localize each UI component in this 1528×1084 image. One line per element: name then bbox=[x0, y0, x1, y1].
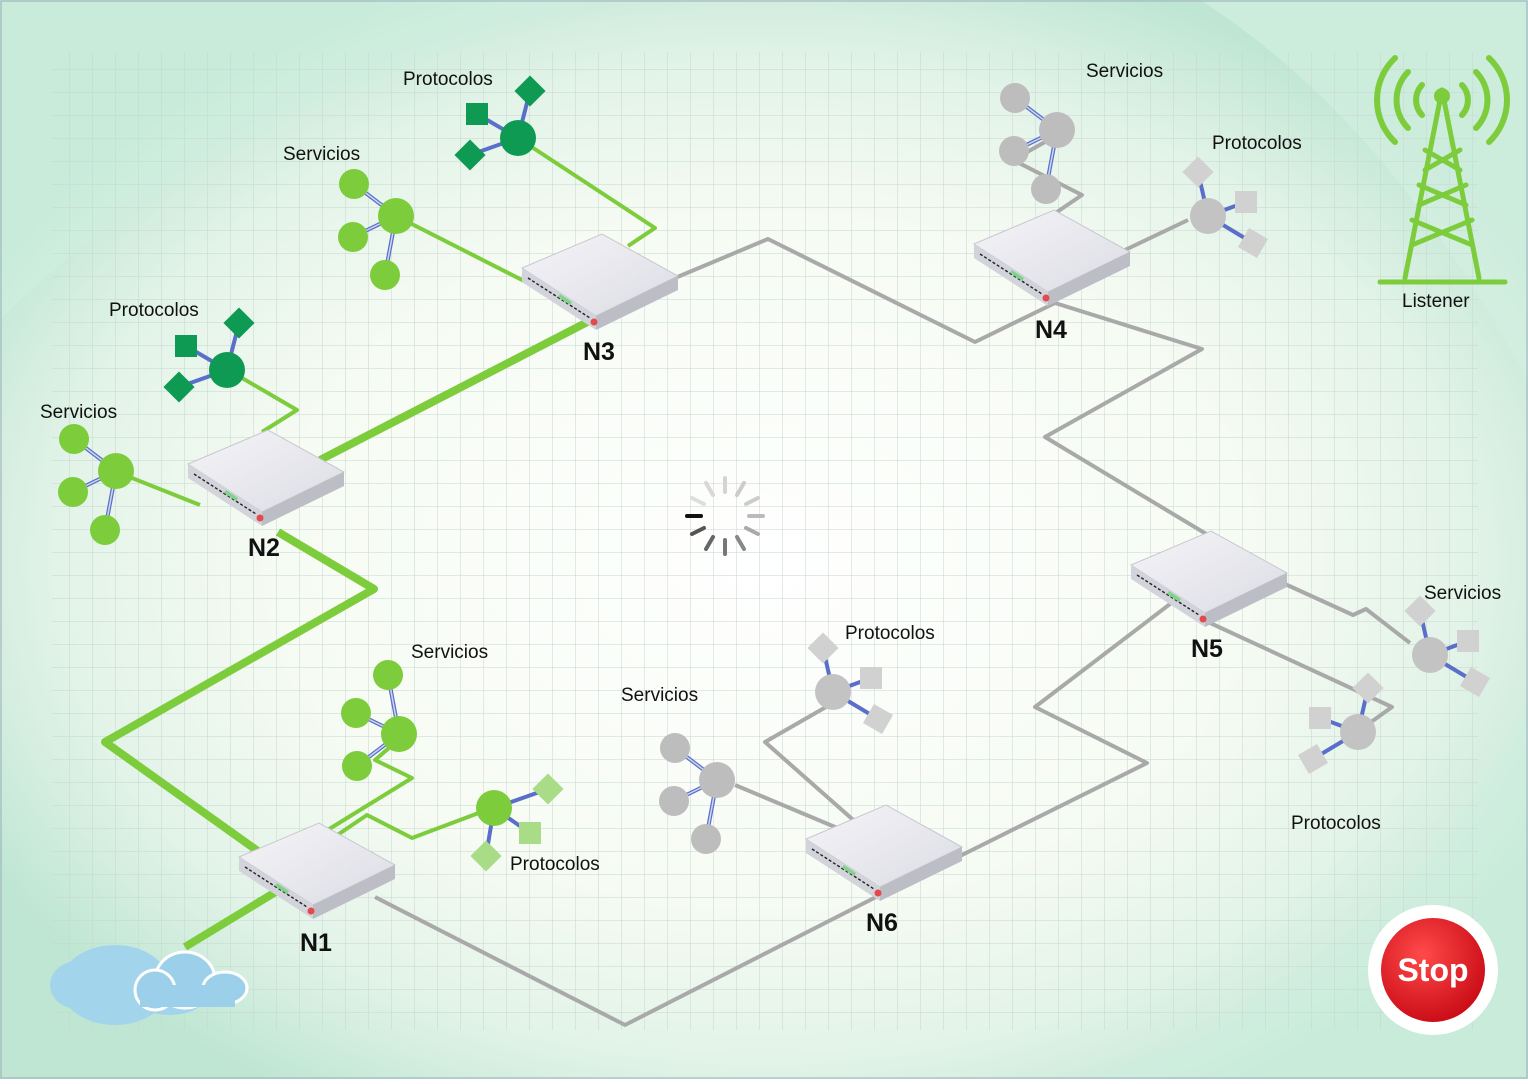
active-links bbox=[101, 136, 657, 951]
node-label-n3: N3 bbox=[583, 338, 615, 366]
node-label-n1: N1 bbox=[300, 929, 332, 957]
cluster-label: Protocolos bbox=[403, 69, 493, 90]
cluster-label: Servicios bbox=[1086, 61, 1163, 82]
cluster-label: Protocolos bbox=[1291, 813, 1381, 834]
node-label-n6: N6 bbox=[866, 909, 898, 937]
stop-button[interactable]: Stop bbox=[1368, 905, 1498, 1035]
cluster-label: Protocolos bbox=[109, 300, 199, 321]
cluster-label: Servicios bbox=[283, 144, 360, 165]
listener-label: Listener bbox=[1402, 291, 1470, 312]
cluster-label: Servicios bbox=[40, 402, 117, 423]
cluster-label: Protocolos bbox=[510, 854, 600, 875]
node-label-n5: N5 bbox=[1191, 635, 1223, 663]
cluster-label: Protocolos bbox=[845, 623, 935, 644]
node-label-n4: N4 bbox=[1035, 316, 1067, 344]
cluster-label: Servicios bbox=[621, 685, 698, 706]
cluster-label: Servicios bbox=[1424, 583, 1501, 604]
cluster-label: Protocolos bbox=[1212, 133, 1302, 154]
loading-spinner-icon bbox=[685, 476, 765, 556]
node-label-n2: N2 bbox=[248, 534, 280, 562]
cloud-icon bbox=[50, 945, 249, 1025]
stop-button-label: Stop bbox=[1397, 952, 1468, 988]
listener-tower-icon bbox=[1374, 55, 1510, 285]
cluster-label: Servicios bbox=[411, 642, 488, 663]
